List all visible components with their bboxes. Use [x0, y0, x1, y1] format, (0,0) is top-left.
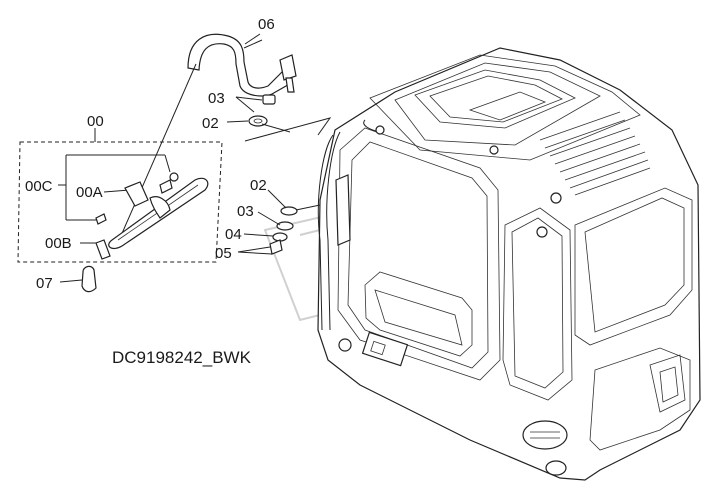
label-04: 04: [225, 226, 242, 243]
label-03-upper: 03: [208, 90, 225, 107]
label-05: 05: [215, 245, 232, 262]
roof-vents: [539, 111, 651, 196]
drawing-code: DC9198242_BWK: [112, 348, 252, 367]
parts-03-02-upper: [226, 94, 332, 142]
label-02-lower: 02: [250, 177, 267, 194]
label-03-lower: 03: [237, 203, 254, 220]
label-02-upper: 02: [202, 115, 219, 132]
part-06-handle-tube: [119, 33, 297, 239]
label-00: 00: [87, 113, 104, 130]
parts-02-05-lower: [237, 189, 321, 255]
cab-body: [317, 47, 701, 481]
label-00c: 00C: [25, 178, 53, 195]
label-07: 07: [36, 275, 53, 292]
label-00a: 00A: [76, 184, 103, 201]
label-06: 06: [258, 16, 275, 33]
label-00b: 00B: [45, 235, 72, 252]
assembly-00-box: [17, 128, 223, 293]
